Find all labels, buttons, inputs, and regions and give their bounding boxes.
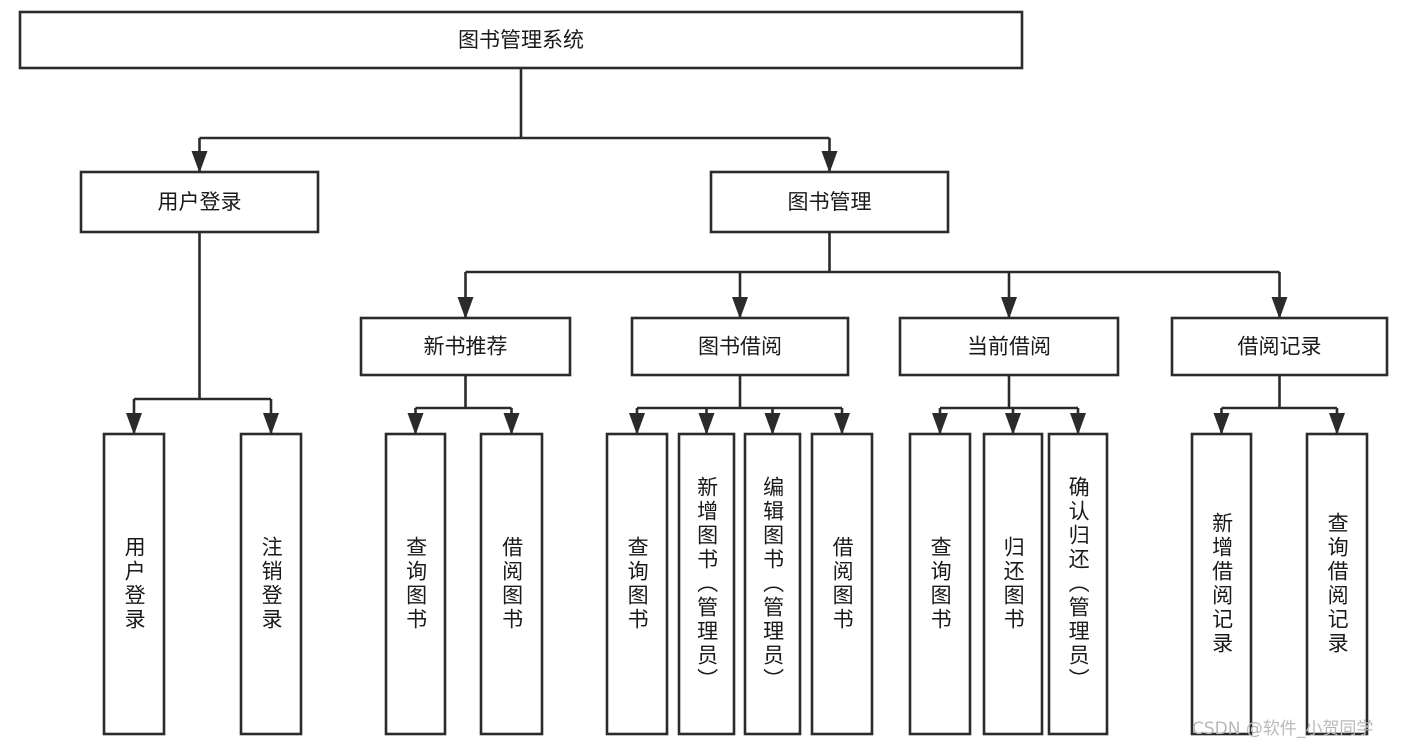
arrow-head xyxy=(1213,413,1230,435)
node-box-leaf-borrow-book-1[interactable] xyxy=(479,432,544,736)
node-label-user-login: 用户登录 xyxy=(158,190,242,214)
arrow-head xyxy=(1005,413,1021,435)
node-box-new-book-recommend[interactable] xyxy=(359,316,572,377)
node-box-current-borrow[interactable] xyxy=(898,316,1120,377)
arrow-head xyxy=(764,413,781,435)
node-box-leaf-edit-book[interactable] xyxy=(743,432,802,736)
node-box-leaf-logout-login[interactable] xyxy=(239,432,303,736)
node-label-new-book-recommend: 新书推荐 xyxy=(424,335,508,359)
node-box-book-borrow[interactable] xyxy=(630,316,850,377)
arrow-head xyxy=(698,413,715,435)
node-label-root: 图书管理系统 xyxy=(458,28,584,52)
arrow-head xyxy=(457,297,474,319)
node-box-book-manage[interactable] xyxy=(709,170,950,234)
node-box-leaf-confirm-return[interactable] xyxy=(1047,432,1109,736)
node-box-borrow-record[interactable] xyxy=(1170,316,1389,377)
arrow-head xyxy=(1001,297,1017,319)
arrow-head xyxy=(932,413,948,435)
node-box-leaf-borrow-book-2[interactable] xyxy=(810,432,874,736)
arrow-head xyxy=(821,151,838,173)
node-label-book-borrow: 图书借阅 xyxy=(698,335,782,359)
arrow-head xyxy=(1271,297,1288,319)
node-box-leaf-add-book[interactable] xyxy=(677,432,736,736)
arrow-head xyxy=(126,413,142,435)
arrow-head xyxy=(629,413,645,435)
node-box-leaf-user-login[interactable] xyxy=(102,432,166,736)
connector-lines xyxy=(126,68,1345,435)
node-box-user-login[interactable] xyxy=(79,170,320,234)
node-box-leaf-query-book-1[interactable] xyxy=(384,432,447,736)
arrow-head xyxy=(1329,413,1345,435)
node-box-leaf-query-record[interactable] xyxy=(1305,432,1369,736)
node-box-leaf-query-book-2[interactable] xyxy=(605,432,669,736)
arrow-head xyxy=(191,151,208,173)
node-boxes xyxy=(18,10,1389,736)
node-box-leaf-query-book-3[interactable] xyxy=(908,432,972,736)
node-box-leaf-return-book[interactable] xyxy=(982,432,1044,736)
node-label-borrow-record: 借阅记录 xyxy=(1238,335,1322,359)
arrow-head xyxy=(407,413,424,435)
node-box-leaf-add-record[interactable] xyxy=(1190,432,1253,736)
arrow-head xyxy=(503,413,520,435)
node-label-book-manage: 图书管理 xyxy=(788,190,872,214)
node-box-root[interactable] xyxy=(18,10,1024,70)
arrow-head xyxy=(263,413,279,435)
arrow-head xyxy=(834,413,850,435)
csdn-watermark: CSDN @软件_小贺同学 xyxy=(1192,719,1374,739)
arrow-head xyxy=(1070,413,1086,435)
arrow-head xyxy=(732,297,748,319)
node-label-current-borrow: 当前借阅 xyxy=(967,335,1051,359)
